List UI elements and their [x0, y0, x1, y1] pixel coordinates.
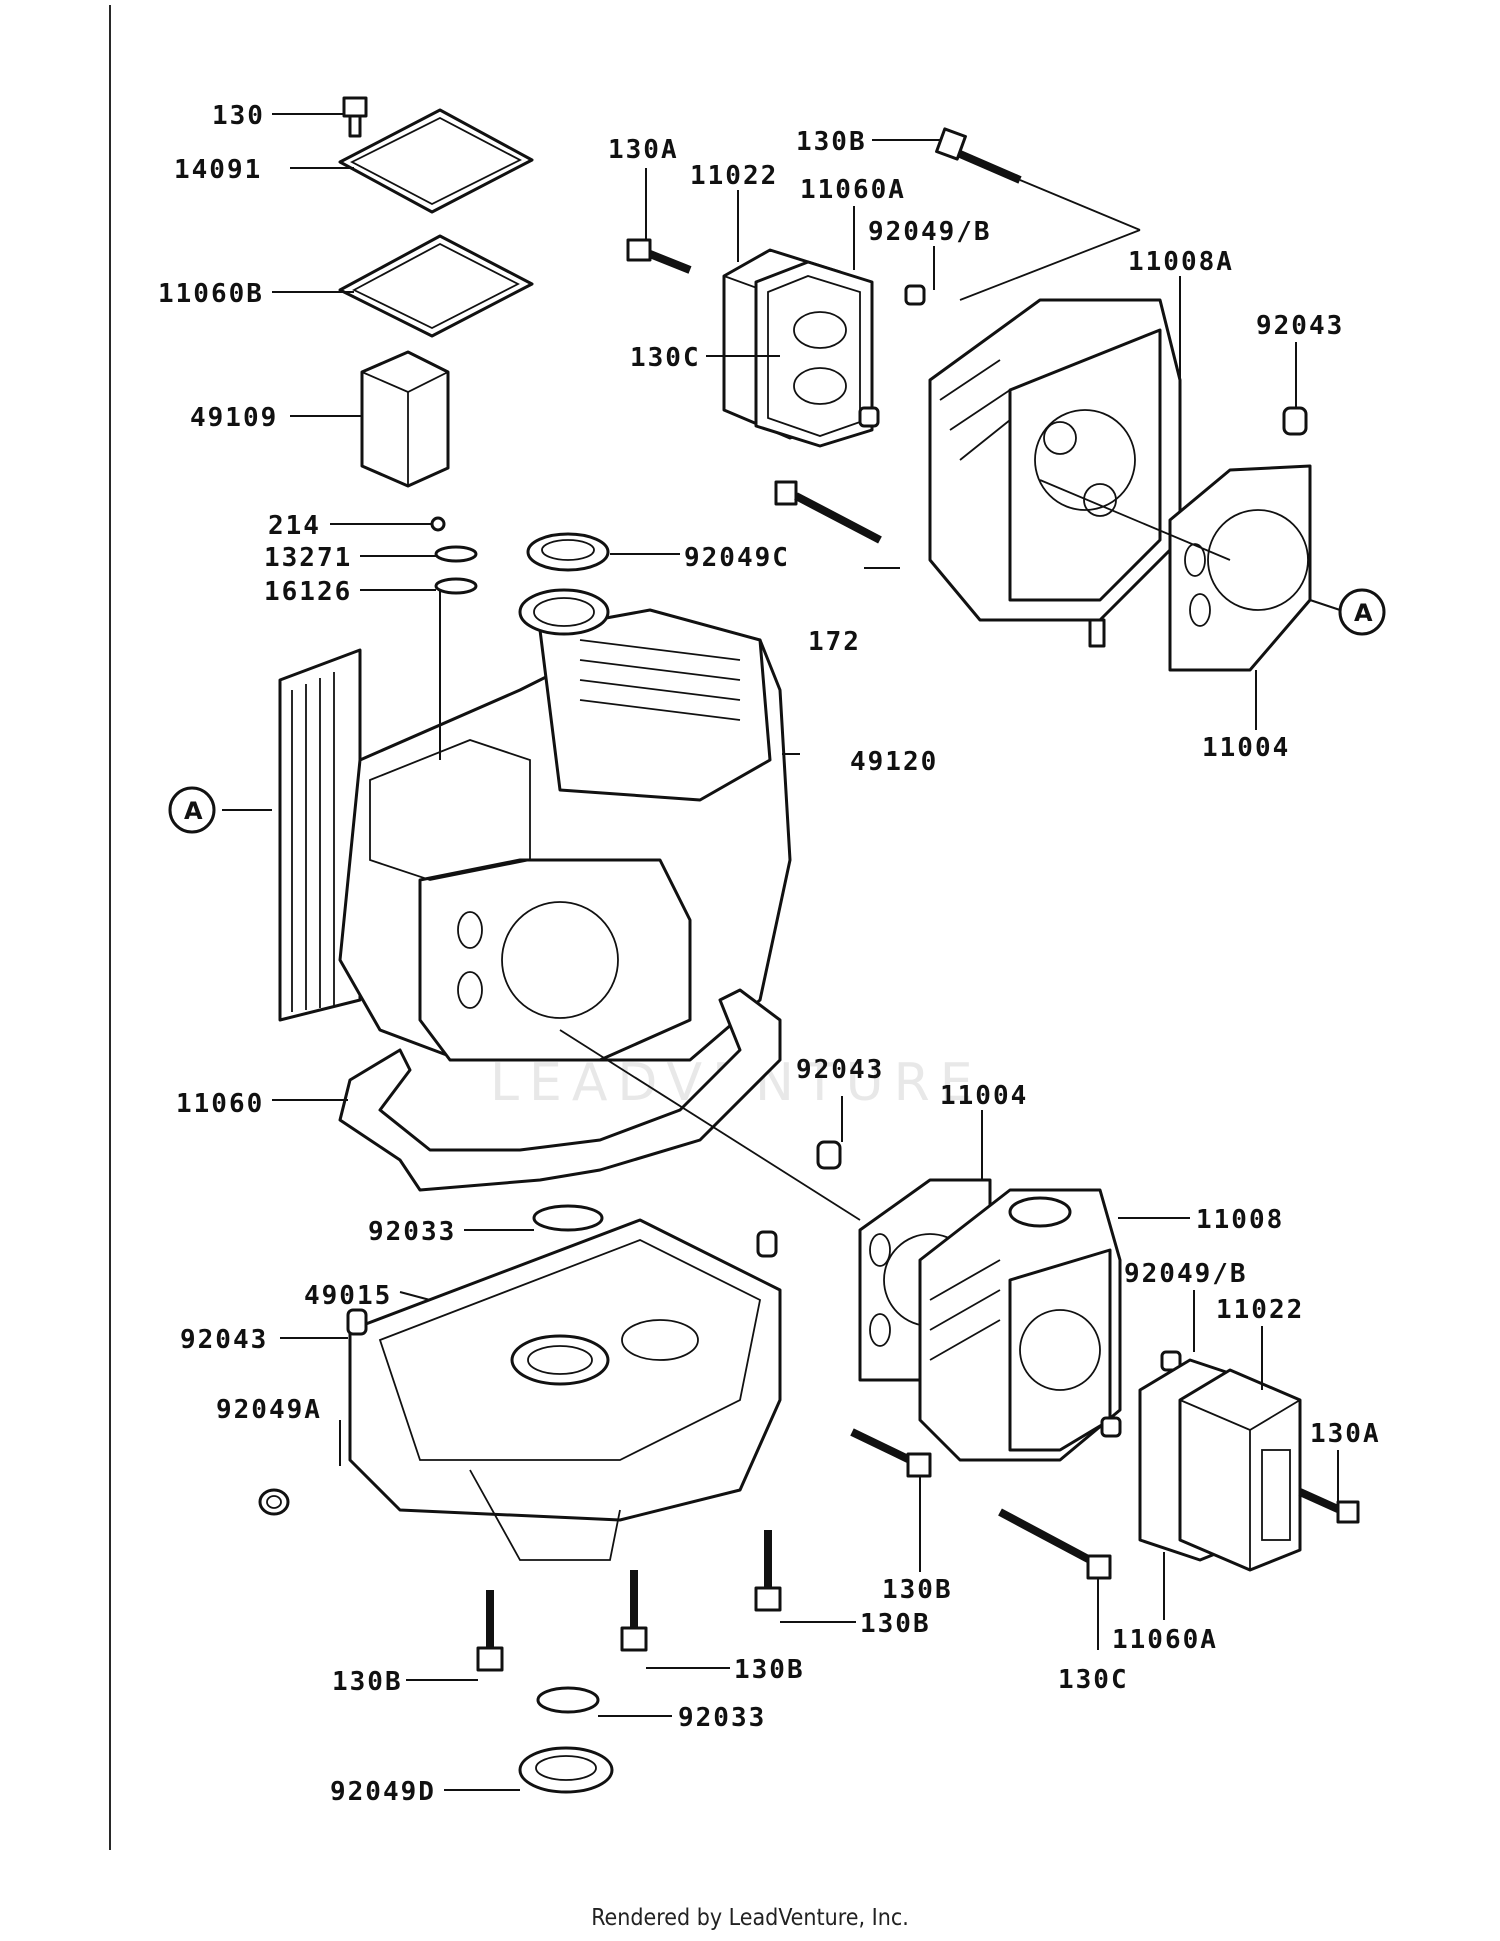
stud-172: [1088, 618, 1106, 648]
label-92049a: 92049A: [216, 1395, 322, 1425]
label-92043-top: 92043: [1256, 311, 1344, 341]
bolt-130: [342, 96, 368, 138]
breather-cover-14091: [338, 108, 534, 214]
o-ring-92033-bottom: [536, 1686, 600, 1714]
bolt-130c-top: [774, 480, 882, 544]
label-130a-bottom: 130A: [1310, 1419, 1381, 1449]
label-172: 172: [808, 627, 861, 657]
label-130b-top: 130B: [796, 127, 867, 157]
bolt-130b-head: [850, 1428, 932, 1478]
callout-a-right: A: [1338, 588, 1386, 636]
label-92033-top: 92033: [368, 1217, 456, 1247]
label-214: 214: [268, 511, 321, 541]
crankcase-49120: [278, 588, 792, 1062]
label-92049b-bottom: 92049/B: [1124, 1259, 1248, 1289]
bolt-130b-cover-3: [754, 1530, 782, 1612]
label-11060a-top: 11060A: [800, 175, 906, 205]
label-130b-cover-2: 130B: [734, 1655, 805, 1685]
label-13271: 13271: [264, 543, 352, 573]
label-92033-bottom: 92033: [678, 1703, 766, 1733]
cylinder-head-11008a: [928, 298, 1182, 622]
gasket-11060: [338, 988, 782, 1192]
bolt-130c-bottom: [998, 1508, 1112, 1580]
footer-credit: Rendered by LeadVenture, Inc.: [591, 1905, 909, 1931]
collar-92049b-a: [904, 284, 926, 306]
label-130b-cover-1: 130B: [332, 1667, 403, 1697]
label-92043-mid: 92043: [796, 1055, 884, 1085]
label-11022-top: 11022: [690, 161, 778, 191]
oil-seal-92049d: [518, 1746, 614, 1794]
label-130a-top: 130A: [608, 135, 679, 165]
dowel-92043-top: [1282, 406, 1308, 436]
label-49109: 49109: [190, 403, 278, 433]
label-11008: 11008: [1196, 1205, 1284, 1235]
label-92049d: 92049D: [330, 1777, 436, 1807]
bolt-130b-top: [935, 127, 1022, 184]
bolt-130b-cover-1: [476, 1590, 504, 1672]
label-11022-bottom: 11022: [1216, 1295, 1304, 1325]
gasket-11060a-top: [754, 260, 874, 448]
label-11004-bottom: 11004: [940, 1081, 1028, 1111]
oil-seal-92049a: [258, 1488, 290, 1516]
label-11008a: 11008A: [1128, 247, 1234, 277]
label-92049b-top: 92049/B: [868, 217, 992, 247]
label-11004-top: 11004: [1202, 733, 1290, 763]
gasket-11060b: [338, 234, 534, 338]
part-labels: 130 14091 11060B 49109 214 13271 16126 1…: [158, 101, 1381, 1807]
o-ring-92033-top: [532, 1204, 604, 1232]
label-11060: 11060: [176, 1089, 264, 1119]
filter-49109: [360, 350, 450, 488]
head-gasket-11004-top: [1168, 464, 1312, 672]
dowel-92043-left: [346, 1308, 368, 1336]
label-49120: 49120: [850, 747, 938, 777]
label-92049c: 92049C: [684, 543, 790, 573]
svg-text:A: A: [1354, 599, 1373, 627]
bolt-130a-bottom: [1298, 1488, 1360, 1524]
label-14091: 14091: [174, 155, 262, 185]
screw-214: [430, 516, 446, 532]
collar-92049b-d: [1100, 1416, 1122, 1438]
plate-13271: [434, 545, 478, 563]
cylinder-head-11008: [918, 1188, 1122, 1462]
oil-seal-92049c: [526, 532, 610, 572]
label-11060b: 11060B: [158, 279, 264, 309]
label-130c-top: 130C: [630, 343, 701, 373]
bolt-130b-cover-2: [620, 1570, 648, 1652]
label-49015: 49015: [304, 1281, 392, 1311]
plate-16126: [434, 577, 478, 595]
svg-text:A: A: [184, 797, 203, 825]
label-11060a-bottom: 11060A: [1112, 1625, 1218, 1655]
label-130b-head: 130B: [882, 1575, 953, 1605]
collar-92049b-b: [858, 406, 880, 428]
bolt-130a-top: [626, 238, 692, 274]
dowel-92043-cover: [756, 1230, 778, 1258]
rocker-cover-11022-bottom: [1178, 1368, 1302, 1572]
callout-a-left: A: [168, 786, 216, 834]
label-130: 130: [212, 101, 265, 131]
label-92043-left: 92043: [180, 1325, 268, 1355]
label-130c-bottom: 130C: [1058, 1665, 1129, 1695]
crankcase-cover-49015: [348, 1218, 782, 1561]
leader-lines: [222, 113, 1341, 1791]
label-16126: 16126: [264, 577, 352, 607]
dowel-92043-mid: [816, 1140, 842, 1170]
label-130b-cover-3: 130B: [860, 1609, 931, 1639]
